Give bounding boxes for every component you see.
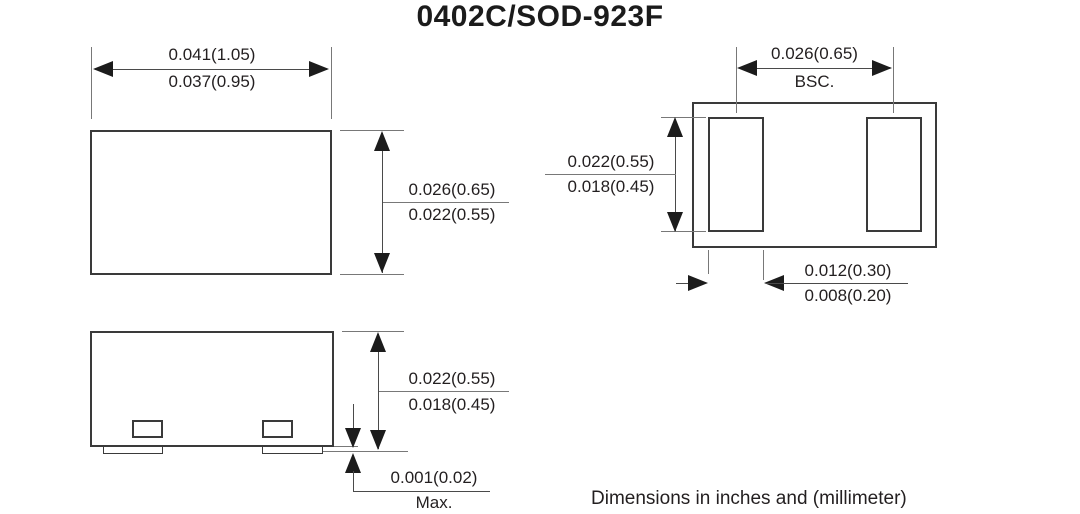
pad-length-max-label: 0.022(0.55): [567, 152, 655, 171]
side-view-height-dim-line: [378, 334, 379, 449]
arrowhead-down-icon: [370, 430, 386, 450]
arrowhead-right-icon: [309, 61, 329, 77]
pad-length-ext-line-top: [661, 117, 706, 118]
pad-length-dim-line: [675, 119, 676, 231]
arrowhead-up-icon: [370, 332, 386, 352]
side-view-body-outline: [90, 331, 334, 447]
arrowhead-down-icon: [667, 212, 683, 232]
arrowhead-down-icon: [345, 428, 361, 448]
arrowhead-left-icon: [93, 61, 113, 77]
top-view-width-max-label: 0.041(1.05): [168, 45, 256, 64]
arrowhead-up-icon: [667, 117, 683, 137]
top-view-height-ext-line-bottom: [340, 274, 404, 275]
standoff-max-label: 0.001(0.02): [390, 468, 478, 487]
units-note: Dimensions in inches and (millimeter): [591, 488, 907, 509]
arrowhead-up-icon: [374, 131, 390, 151]
top-view-height-min-label: 0.022(0.55): [408, 205, 496, 224]
top-view-height-ext-line-top: [340, 130, 404, 131]
arrowhead-right-icon: [872, 60, 892, 76]
pad-length-ext-line-bottom: [661, 231, 706, 232]
standoff-lower-arrow-stem: [353, 471, 354, 492]
side-view-bottom-pad-right: [262, 446, 323, 454]
side-view-height-fraction-line: [379, 391, 509, 392]
top-view-width-ext-line-right: [331, 47, 332, 119]
standoff-upper-arrow-stem: [353, 404, 354, 430]
pad-width-ext-line-left: [708, 250, 709, 274]
pitch-label: 0.026(0.65): [771, 44, 858, 63]
top-view-height-max-label: 0.026(0.65): [408, 180, 496, 199]
pad-width-max-label: 0.012(0.30): [804, 261, 892, 280]
pitch-ext-line-right: [893, 47, 894, 113]
arrowhead-down-icon: [374, 253, 390, 273]
side-view-bottom-pad-left: [103, 446, 163, 454]
top-view-height-fraction-line: [383, 202, 509, 203]
side-view-height-ext-line-top: [342, 331, 404, 332]
side-view-height-max-label: 0.022(0.55): [408, 369, 496, 388]
top-view-height-dim-line: [382, 133, 383, 273]
top-view-width-ext-line-left: [91, 47, 92, 119]
side-view-height-min-label: 0.018(0.45): [408, 395, 496, 414]
pad-width-fraction-line: [766, 283, 908, 284]
pad-width-ext-line-right: [763, 250, 764, 280]
land-pad-left: [708, 117, 764, 232]
page-title: 0402C/SOD-923F: [416, 0, 664, 33]
arrowhead-right-icon: [688, 275, 708, 291]
standoff-fraction-line: [353, 491, 490, 492]
pad-length-min-label: 0.018(0.45): [567, 177, 655, 196]
pad-length-fraction-line: [545, 174, 676, 175]
side-view-seating-plane-line: [323, 451, 408, 452]
top-view-body-outline: [90, 130, 332, 275]
side-view-terminal-mark-left: [132, 420, 163, 438]
arrowhead-left-icon: [737, 60, 757, 76]
arrowhead-up-icon: [345, 453, 361, 473]
top-view-width-min-label: 0.037(0.95): [168, 72, 256, 91]
pitch-ext-line-left: [736, 47, 737, 113]
pitch-qualifier-label: BSC.: [794, 72, 835, 91]
standoff-qualifier-label: Max.: [415, 493, 453, 512]
side-view-terminal-mark-right: [262, 420, 293, 438]
pitch-dim-line: [741, 68, 889, 69]
pad-width-min-label: 0.008(0.20): [804, 286, 892, 305]
top-view-width-dim-line: [95, 69, 327, 70]
land-pad-right: [866, 117, 922, 232]
